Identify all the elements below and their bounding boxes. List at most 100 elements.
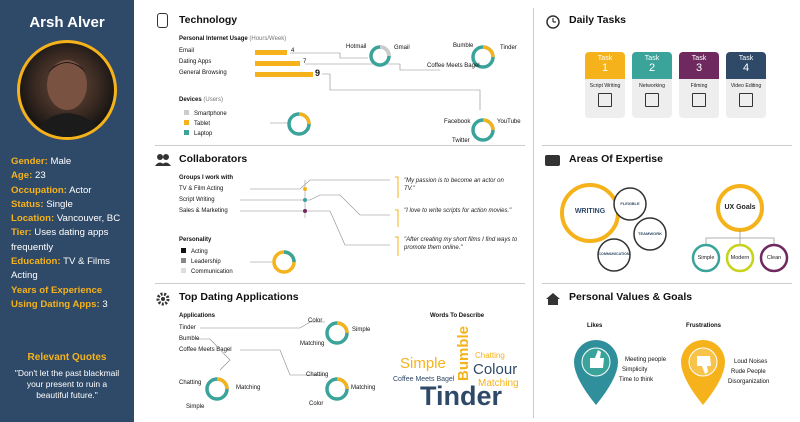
task-body: Filming [679,79,719,118]
device-smartphone: Smartphone [184,110,227,117]
collab-quote-1: "My passion is to become an actor on TV.… [404,178,504,192]
likes-title: Likes [587,323,603,329]
persona-sidebar: Arsh Alver Gender: Male Age: 23 Occupati… [0,0,134,422]
persona-silhouette [32,60,106,137]
fact-gender: Gender: Male [11,156,72,167]
clock-icon [546,15,560,29]
document-icon [739,93,753,107]
divider [542,283,792,284]
donut1-color: Color [308,318,323,324]
bubble-flexible: FLEXIBLE [620,201,640,206]
usage-label-email: Email [179,48,195,54]
apps-title: Applications [179,313,216,319]
document-icon [645,93,659,107]
persona-name: Arsh Alver [29,14,105,31]
like-simplicity: Simplicity [622,367,648,373]
column-divider [533,8,534,418]
task-body: Script Writing [585,79,625,118]
technology-connectors [270,45,495,142]
ux-goal-clean: Clean [766,255,782,261]
fact-occupation: Occupation: Actor [11,184,92,196]
app-facebook: Facebook [444,119,471,125]
app-twitter: Twitter [452,138,470,144]
ux-goal-simple: Simple [697,255,715,261]
values-title: Personal Values & Goals [569,291,693,303]
app-youtube: YouTube [497,119,521,125]
frustration-disorganization: Disorganization [728,379,770,385]
bubble-writing: WRITING [574,208,606,215]
quotes-title: Relevant Quotes [27,352,107,363]
dating-app-bumble: Bumble [179,336,200,342]
device-tablet: Tablet [184,120,210,127]
fact-location: Location: Vancouver, BC [11,213,121,225]
like-time-to-think: Time to think [619,377,654,383]
app-hotmail: Hotmail [346,44,367,50]
app-tinder: Tinder [500,45,517,51]
usage-bar-browsing [255,72,313,77]
word-tinder: Tinder [420,381,503,411]
personality-acting: Acting [181,248,208,255]
collaborators-title: Collaborators [179,153,248,165]
usage-value-browsing: 9 [315,68,321,78]
usage-label-dating: Dating Apps [179,59,212,65]
home-icon [546,293,560,305]
like-meeting-people: Meeting people [625,357,667,363]
donut1-matching: Matching [300,341,325,347]
dating-connectors [195,321,349,401]
app-coffee-meets-bagel: Coffee Meets Bagel [427,63,480,69]
usage-value-email: 4 [291,48,295,54]
divider [542,145,792,146]
personality-title: Personality [179,237,212,243]
people-icon [155,154,171,166]
task-desc: Video Editing [730,83,762,89]
personality-leadership: Leadership [181,258,221,265]
technology-title: Technology [179,14,238,26]
persona-facts: Gender: Male Age: 23 Occupation: Actor S… [11,155,131,312]
fact-tier: Tier: Uses dating apps frequently [11,227,109,253]
words-title: Words To Describe [430,313,485,319]
usage-label-browsing: General Browsing [179,70,227,76]
app-bumble: Bumble [453,43,474,49]
donut2-simple: Simple [186,404,205,410]
word-chatting: Chatting [475,351,505,360]
word-coffee-meets-bagel: Coffee Meets Bagel [393,376,455,383]
word-colour: Colour [473,361,518,378]
device-laptop: Laptop [184,130,212,137]
donut3-chatting: Chatting [306,372,329,378]
task-desc: Script Writing [589,83,621,89]
bubble-teamwork: TEAMWORK [638,231,662,236]
fact-experience: Years of Experience [11,284,103,296]
expertise-title: Areas Of Expertise [569,153,663,165]
task-body: Video Editing [726,79,766,118]
usage-bar-dating [255,61,300,66]
donut1-simple: Simple [352,327,371,333]
usage-bar-email [255,50,287,55]
persona-quote: "Don't let the past blackmail your prese… [14,368,120,400]
usage-title: Personal Internet Usage (Hours/Week) [179,36,287,42]
frustration-loud-noises: Loud Noises [734,359,768,365]
group-tv-film: TV & Film Acting [179,186,224,192]
collab-quote-3: "After creating my short films I find wa… [404,237,518,251]
donut2-chatting: Chatting [179,380,202,386]
document-icon [598,93,612,107]
fact-age: Age: 23 [11,170,46,182]
word-simple: Simple [400,355,446,372]
ux-goals-title: UX Goals [724,204,756,211]
task-desc: Networking [639,83,665,89]
divider [155,145,525,146]
donut2-matching: Matching [236,385,261,391]
document-icon [692,93,706,107]
groups-title: Groups I work with [179,175,234,181]
devices-title: Devices (Users) [179,97,224,103]
fact-apps: Using Dating Apps: 3 [11,298,108,310]
gear-icon [156,292,170,306]
